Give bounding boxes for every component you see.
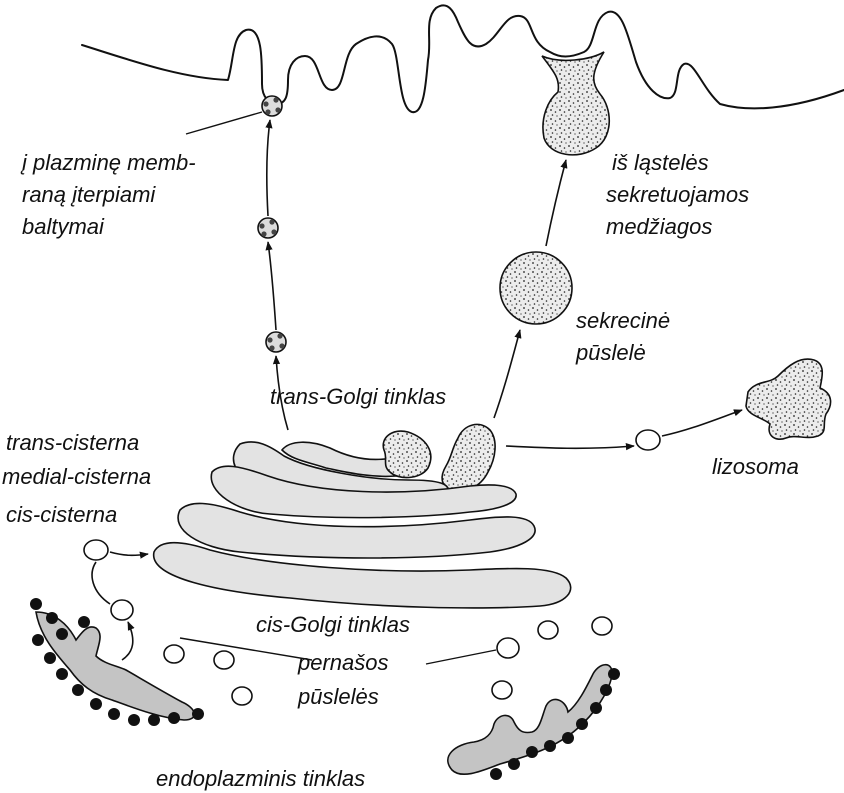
arrow-to-membrane-secretion — [545, 159, 568, 247]
trans-golgi-budding-vesicle — [382, 430, 432, 479]
er-right-ribosomes — [490, 668, 620, 780]
membrane-protein-leader — [185, 111, 263, 135]
label-secreted-substances-3: medžiagos — [606, 214, 712, 239]
lysosome-shape — [745, 358, 832, 440]
transport-vesicle-9 — [491, 680, 513, 700]
label-secretory-vesicle-1: sekrecinė — [576, 308, 670, 333]
label-cis-cisterna: cis-cisterna — [6, 502, 117, 527]
transport-vesicles-leader-right — [425, 649, 497, 665]
label-transport-vesicles-1: pernašos — [297, 650, 389, 675]
label-trans-cisterna: trans-cisterna — [6, 430, 139, 455]
transport-vesicle-8 — [496, 637, 520, 659]
transport-vesicle-4 — [213, 650, 235, 670]
transport-vesicle-3 — [163, 644, 185, 664]
label-transport-vesicles-2: pūslelės — [297, 684, 379, 709]
transport-vesicle-7 — [591, 616, 613, 636]
label-medial-cisterna: medial-cisterna — [2, 464, 151, 489]
lysosome-transport-vesicle — [635, 429, 661, 451]
plasma-membrane — [81, 4, 844, 114]
arrow-vesicle-to-cis — [109, 551, 149, 559]
transport-vesicle-6 — [537, 620, 559, 640]
label-trans-golgi-network: trans-Golgi tinklas — [270, 384, 446, 409]
membrane-protein-vesicle-top — [261, 95, 283, 117]
er-right-shape — [447, 663, 613, 775]
transport-vesicles-leader-left — [179, 637, 313, 661]
cis-golgi-network-shape — [153, 541, 572, 609]
label-secretory-vesicle-2: pūslelė — [575, 340, 646, 365]
cis-cisterna-shape — [177, 502, 536, 559]
label-endoplasmic-reticulum: endoplazminis tinklas — [156, 766, 365, 791]
arrow-to-secretory-vesicle — [493, 329, 522, 419]
arrow-to-top-protein-vesicle — [265, 119, 273, 217]
transport-vesicle-1 — [83, 539, 109, 561]
membrane-protein-vesicle-middle — [257, 217, 279, 239]
medial-cisterna-shape — [210, 465, 517, 519]
label-cis-golgi-network: cis-Golgi tinklas — [256, 612, 410, 637]
arrow-from-trans-golgi-left — [272, 355, 289, 431]
arrow-to-lysosome-vesicle — [505, 443, 635, 451]
label-secreted-substances-1: iš ląstelės — [612, 150, 709, 175]
trans-golgi-tube — [441, 423, 496, 492]
secretory-vesicle — [499, 251, 573, 325]
label-plasma-membrane-proteins-1: į plazminę memb- — [20, 150, 196, 175]
arrow-vesicle-curve — [91, 561, 111, 605]
label-lysosome: lizosoma — [712, 454, 799, 479]
arrow-to-middle-protein-vesicle — [265, 241, 277, 331]
arrow-to-lysosome — [661, 409, 743, 437]
label-plasma-membrane-proteins-2: raną įterpiami — [22, 182, 156, 207]
transport-vesicle-5 — [231, 686, 253, 706]
arrow-er-to-vesicle — [121, 621, 135, 661]
transport-vesicle-2 — [110, 599, 134, 621]
secreting-vesicle — [541, 51, 610, 156]
label-secreted-substances-2: sekretuojamos — [606, 182, 749, 207]
er-left-ribosomes — [30, 598, 204, 726]
membrane-protein-vesicle-bottom — [265, 331, 287, 353]
label-plasma-membrane-proteins-3: baltymai — [22, 214, 105, 239]
er-left-shape — [35, 611, 196, 721]
